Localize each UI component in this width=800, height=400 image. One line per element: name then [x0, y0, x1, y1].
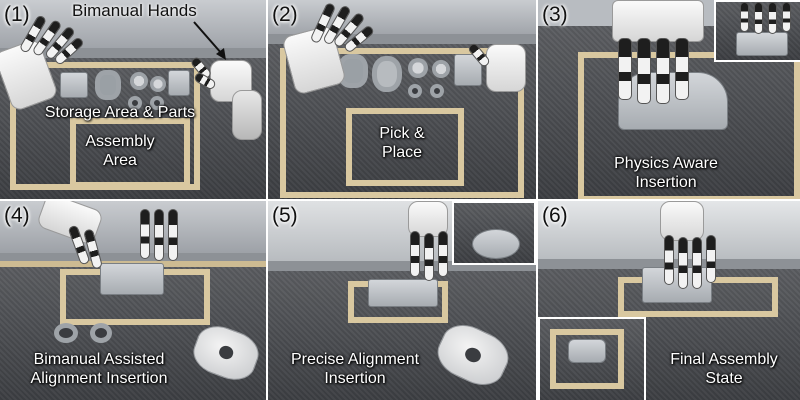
assembly-housing: [368, 279, 438, 307]
panel-4: (4) Bimanual Assisted Alignment Insertio…: [0, 201, 266, 400]
part-bearing-2: [150, 96, 164, 110]
part-bearing-1: [54, 323, 78, 343]
assembly-housing: [618, 72, 728, 130]
part-bearing-2: [90, 323, 112, 343]
panel-number: (6): [542, 204, 568, 227]
inset-final-state: [538, 317, 646, 400]
callout-label: Bimanual Hands: [72, 1, 197, 20]
panel-number: (5): [272, 204, 298, 227]
part-gear-1: [130, 72, 148, 90]
part-gear-1: [408, 58, 428, 78]
caption-final: Final Assembly State: [670, 351, 778, 387]
panel-number: (4): [4, 204, 30, 227]
caption-physics: Physics Aware Insertion: [614, 155, 718, 191]
part-cover: [95, 70, 121, 100]
panel-3: (3) Physics Aware Insertion: [538, 0, 800, 199]
caption-storage: Storage Area & Parts: [44, 104, 196, 121]
inset-closeup: [452, 201, 536, 265]
panel-number: (3): [542, 3, 568, 26]
right-robot-hand: [140, 209, 150, 259]
part-housing: [60, 72, 88, 98]
part-bracket: [168, 70, 190, 96]
panel-number: (2): [272, 3, 298, 26]
part-gear-2: [150, 76, 166, 92]
robot-hand: [612, 0, 704, 42]
panel-2: (2) Pick & Place: [268, 0, 536, 199]
callout-arrow: [193, 21, 226, 60]
part-gear-2: [432, 60, 450, 78]
caption-assembly: Assembly Area: [85, 133, 155, 169]
part-bearing-1: [128, 96, 142, 110]
panel-number: (1): [4, 3, 30, 26]
inset-closeup: [714, 0, 800, 62]
assembly-housing: [100, 263, 164, 295]
right-robot-hand: [486, 44, 526, 92]
panel-5: (5) Precise Alignment Insertion: [268, 201, 536, 400]
panel-1: (1) Bimanual Hands Storage Area & Parts …: [0, 0, 266, 199]
caption-bimanual: Bimanual Assisted Alignment Insertion: [30, 351, 168, 387]
caption-pick-place: Pick & Place: [379, 125, 425, 161]
panel-6: (6) Final Assembly State: [538, 201, 800, 400]
part-gasket: [372, 56, 402, 92]
caption-precise: Precise Alignment Insertion: [290, 351, 420, 387]
